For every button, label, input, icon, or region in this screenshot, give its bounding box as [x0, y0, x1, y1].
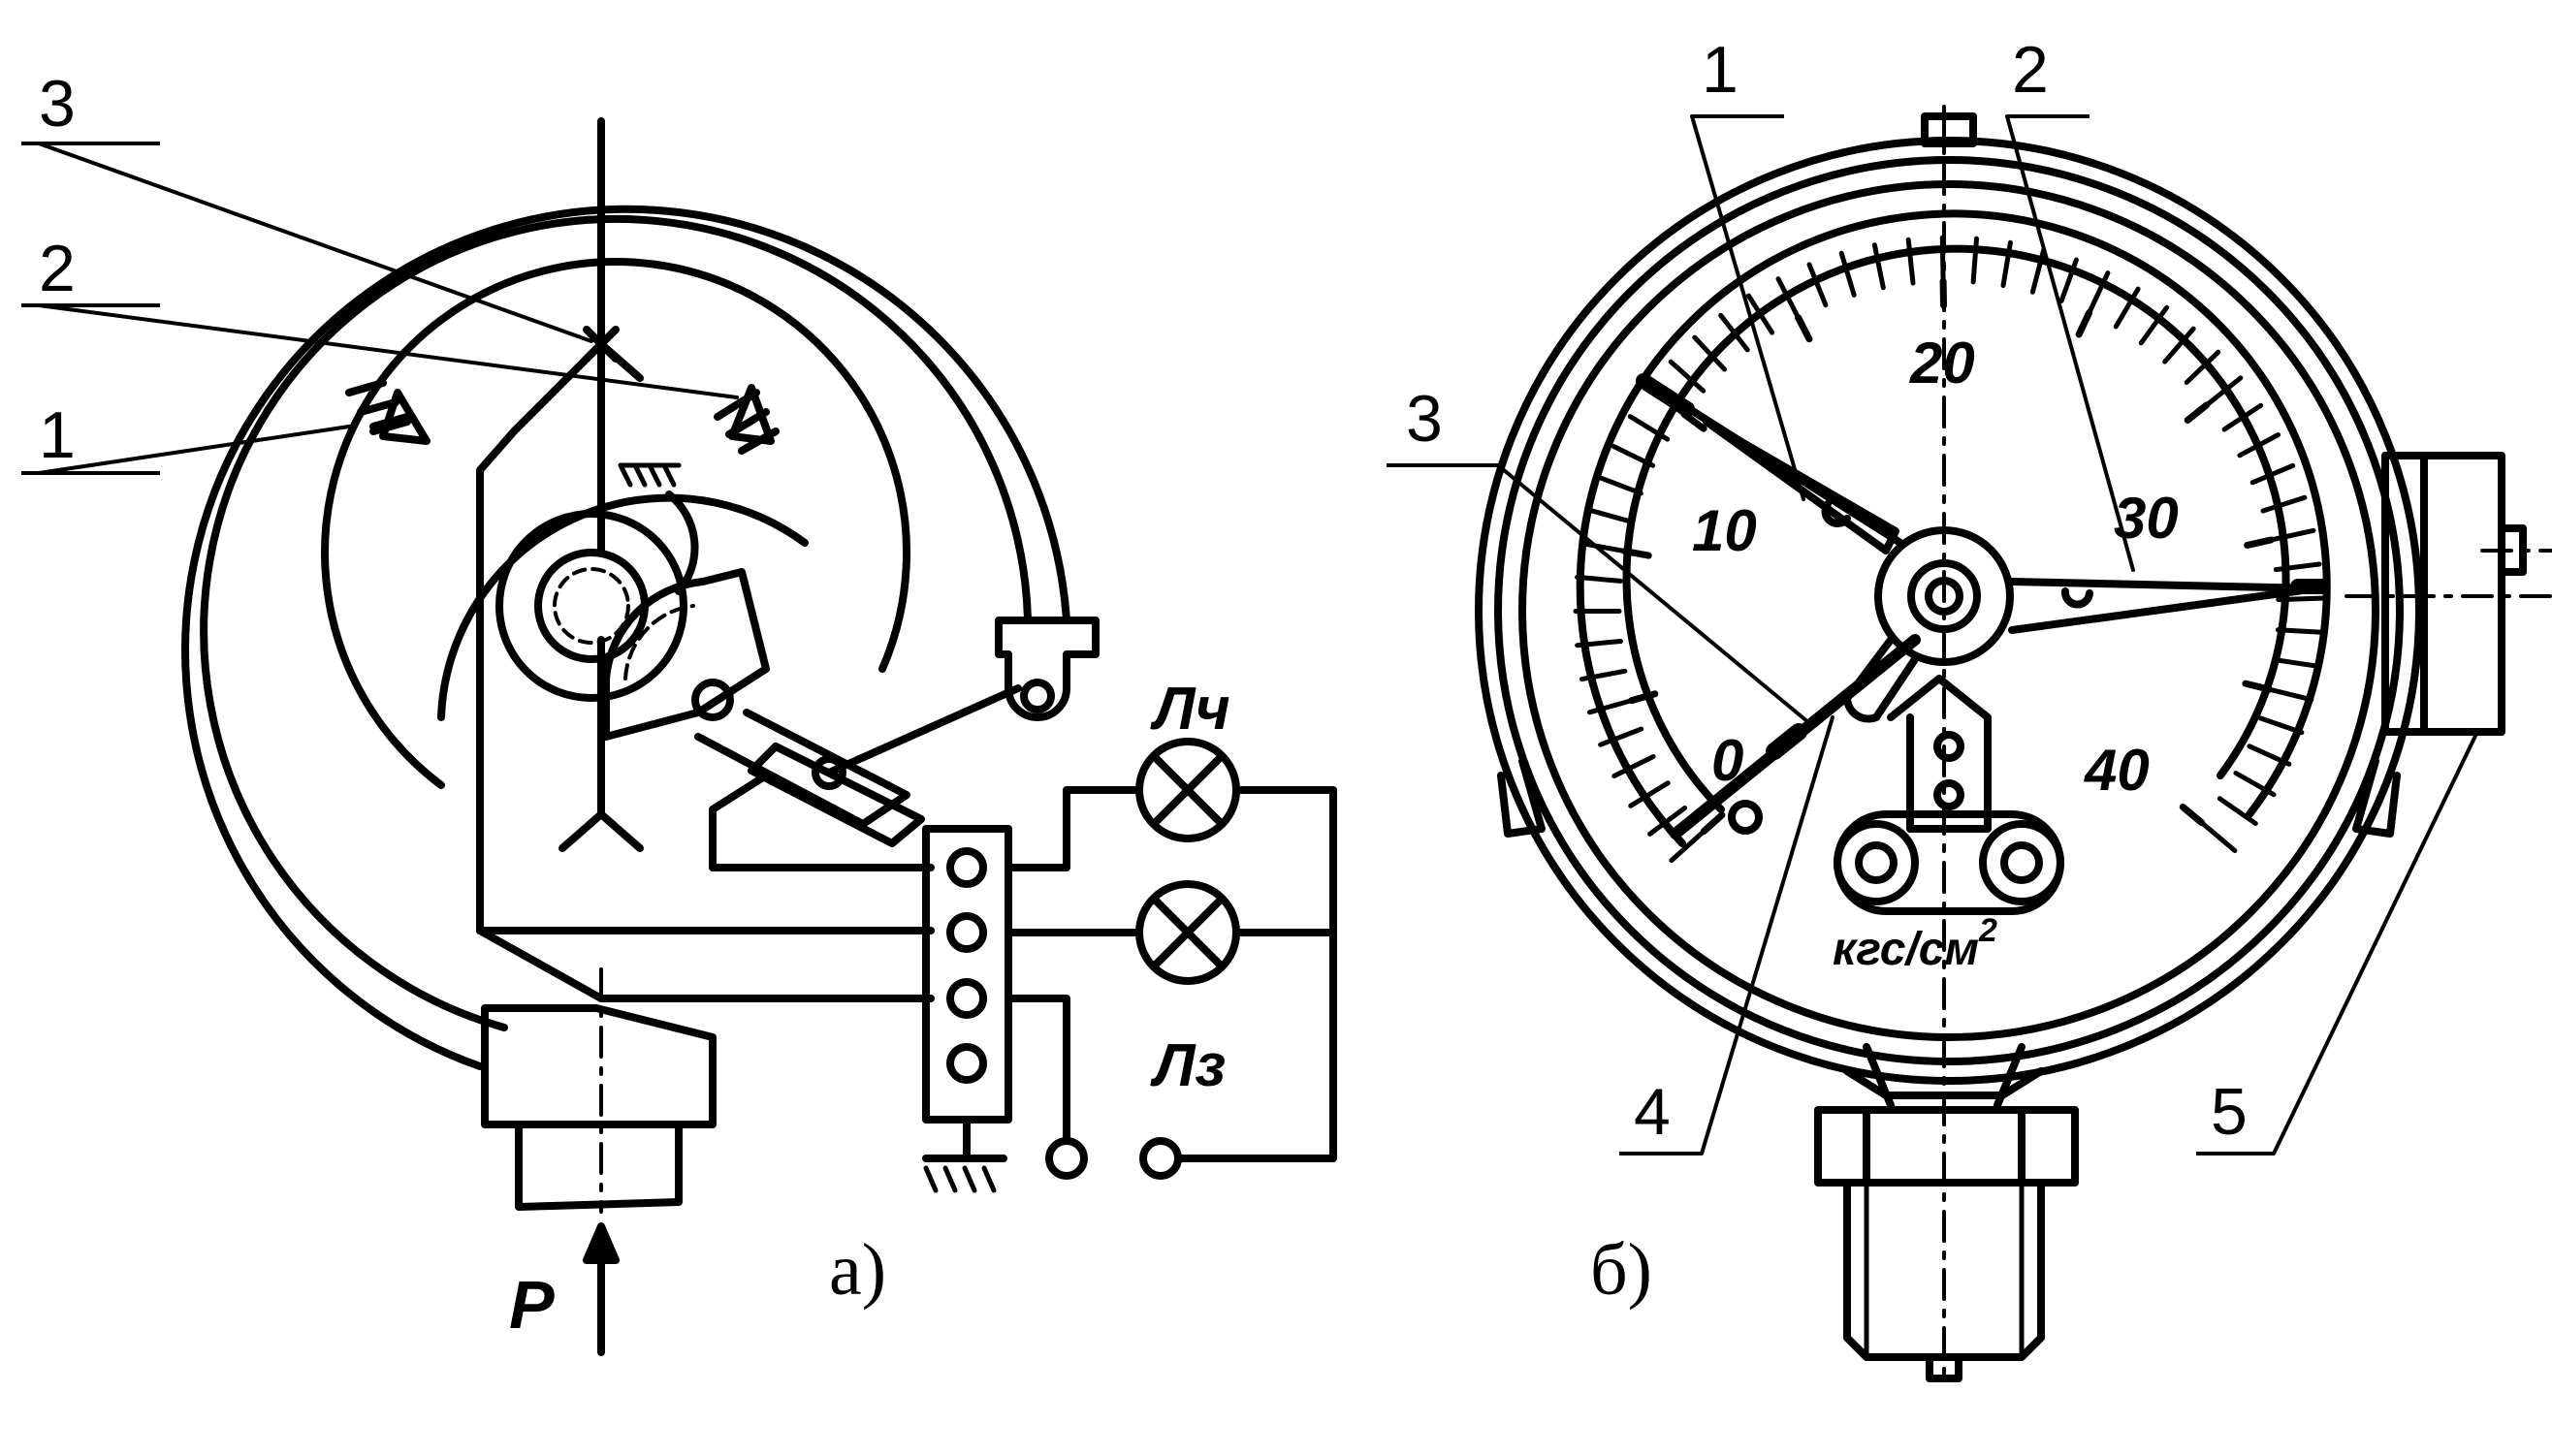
- terminal-3: [950, 982, 983, 1015]
- scale-tick: [2260, 718, 2302, 733]
- callout-5-b: 5: [2211, 1075, 2248, 1149]
- callout-1-leader-a: [39, 427, 349, 473]
- case-outer-arc: [185, 209, 1067, 1066]
- lamp-green-x: [1154, 899, 1222, 966]
- scale-major-tick: [2183, 807, 2201, 823]
- tube-tip-pivot: [1024, 682, 1051, 710]
- scale-major-tick: [1625, 552, 1649, 556]
- wire-supply: [1008, 998, 1067, 1139]
- callout-3-b: 3: [1406, 382, 1443, 456]
- pointer-tail: [1732, 804, 1759, 831]
- scale-tick: [1874, 245, 1883, 288]
- callout-3-a: 3: [39, 67, 76, 141]
- scale-label-30: 30: [2114, 486, 2179, 551]
- link-to-tip: [829, 688, 1018, 773]
- scale-tick: [2271, 530, 2313, 540]
- scale-tick: [2269, 689, 2312, 700]
- scale-tick: [2202, 823, 2235, 851]
- supply-terminal-2: [1143, 1141, 1178, 1176]
- hex-nut: [1818, 1110, 2075, 1183]
- supply-terminal-1: [1049, 1141, 1084, 1176]
- pressure-arrow-head: [587, 1226, 616, 1260]
- callout-4-b: 4: [1634, 1075, 1671, 1149]
- scale-label-20: 20: [1909, 331, 1975, 396]
- callout-5-leader-b: [2274, 732, 2477, 1154]
- callout-3-leader-b: [1498, 465, 1808, 722]
- lamp-green-label: Лз: [1150, 1032, 1226, 1099]
- link-rod: [698, 712, 907, 824]
- scale-major-tick: [1799, 318, 1809, 339]
- callout-2-a: 2: [39, 232, 76, 305]
- scale-tick: [1589, 510, 1631, 522]
- fitting-head: [485, 1008, 713, 1124]
- case-inner-arc: [204, 219, 1028, 1028]
- scale-major-tick: [2079, 312, 2089, 334]
- scale-major-tick: [2187, 405, 2207, 421]
- arm-left: [480, 344, 931, 998]
- unit-exponent: 2: [1978, 912, 1997, 949]
- terminal-2: [950, 916, 983, 949]
- triangle-right: [732, 388, 771, 441]
- scale-tick: [1841, 253, 1854, 295]
- screw-right-outer: [1983, 824, 2060, 902]
- pinion-outer: [499, 514, 684, 698]
- measuring-pointer-tip: [1774, 732, 1799, 751]
- scale-tick: [1973, 238, 1976, 282]
- scale-label-0: 0: [1711, 728, 1743, 793]
- callout-1-a: 1: [39, 398, 76, 472]
- callout-2-b: 2: [2012, 33, 2049, 107]
- screw-left-inner: [1859, 845, 1894, 880]
- scale-major-tick: [1704, 815, 1722, 832]
- scale-tick: [1600, 478, 1641, 493]
- unit-label: кгс/см2: [1833, 912, 1997, 975]
- lamp-red-label: Лч: [1150, 676, 1230, 743]
- wire-lamp-red-out: [1178, 790, 1333, 1158]
- ground-hatch: [926, 1168, 994, 1190]
- callout-2-leader-a: [39, 305, 737, 397]
- stop-hatch: [621, 465, 679, 485]
- scale-tick: [2279, 598, 2322, 600]
- callout-1-b: 1: [1702, 33, 1739, 107]
- lamp-red-x: [1154, 756, 1222, 824]
- scale-tick: [1908, 239, 1913, 283]
- bracket-hole-1: [1937, 735, 1961, 758]
- fitting-stem: [519, 1124, 679, 1207]
- arm-right: [601, 344, 640, 378]
- scale-tick: [2275, 660, 2318, 667]
- terminal-1: [950, 851, 983, 884]
- screw-left-outer: [1837, 824, 1915, 902]
- screw-right-inner: [2004, 845, 2039, 880]
- scale-major-tick: [2248, 540, 2271, 545]
- scale-label-40: 40: [2084, 738, 2150, 803]
- contact-arm-right: [2012, 582, 2317, 630]
- figure-a: [39, 121, 1333, 1352]
- scale-tick: [2263, 497, 2305, 511]
- unit-base: кгс/см: [1833, 924, 1979, 975]
- wire-lamp-red: [1008, 790, 1139, 868]
- scale-label-10: 10: [1692, 498, 1757, 563]
- contact-arc-outer: [325, 262, 907, 785]
- figure-b: [1479, 107, 2552, 1381]
- contact-arm-right-notch: [2065, 591, 2089, 605]
- bracket-hole-2: [1937, 783, 1961, 807]
- caption-b: б): [1590, 1229, 1652, 1311]
- callout-3-leader-a: [39, 143, 591, 341]
- axis-fork: [562, 814, 640, 848]
- caption-a: а): [829, 1229, 886, 1311]
- terminal-4: [950, 1047, 983, 1080]
- scale-tick: [2278, 630, 2321, 633]
- pressure-label: P: [509, 1267, 555, 1343]
